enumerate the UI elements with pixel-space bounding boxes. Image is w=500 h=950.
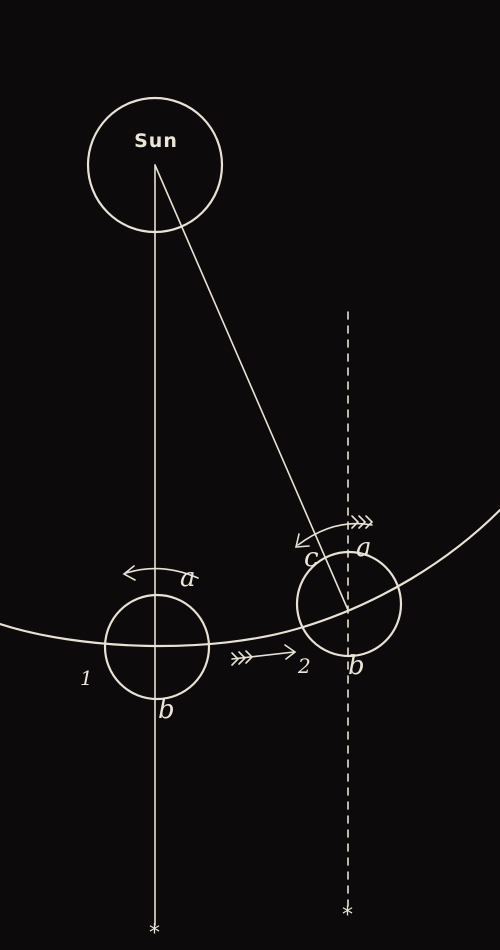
rotation-arrow-2: [297, 522, 373, 546]
position-2-number: 2: [297, 654, 311, 678]
position-2-top-letter: a: [356, 533, 372, 563]
earth-position-1: [103, 593, 211, 701]
sun-to-position-2-line: [154, 164, 349, 611]
position-1-bottom-letter: b: [158, 695, 175, 725]
earth-position-2: [295, 550, 403, 658]
orbit-direction-arrow: [231, 651, 295, 660]
rotation-arrow-1-head: [122, 565, 136, 581]
position-2-bottom-letter: b: [348, 651, 365, 681]
position-1-top-letter: a: [180, 563, 196, 593]
star-marker-2: *: [342, 903, 353, 928]
orbit-path: [0, 508, 500, 648]
rotation-arrow-1: [125, 567, 199, 579]
orbit-direction-arrow-head: [284, 644, 297, 660]
rotation-arrow-2-feather: [351, 515, 374, 529]
rotation-arrow-2-head: [294, 533, 310, 548]
position-2-side-letter: c: [304, 543, 319, 573]
position-1-number: 1: [80, 666, 93, 690]
orbit-direction-arrow-feather: [231, 650, 254, 666]
star-marker-1: *: [149, 921, 160, 946]
sun-label: Sun: [134, 130, 178, 152]
